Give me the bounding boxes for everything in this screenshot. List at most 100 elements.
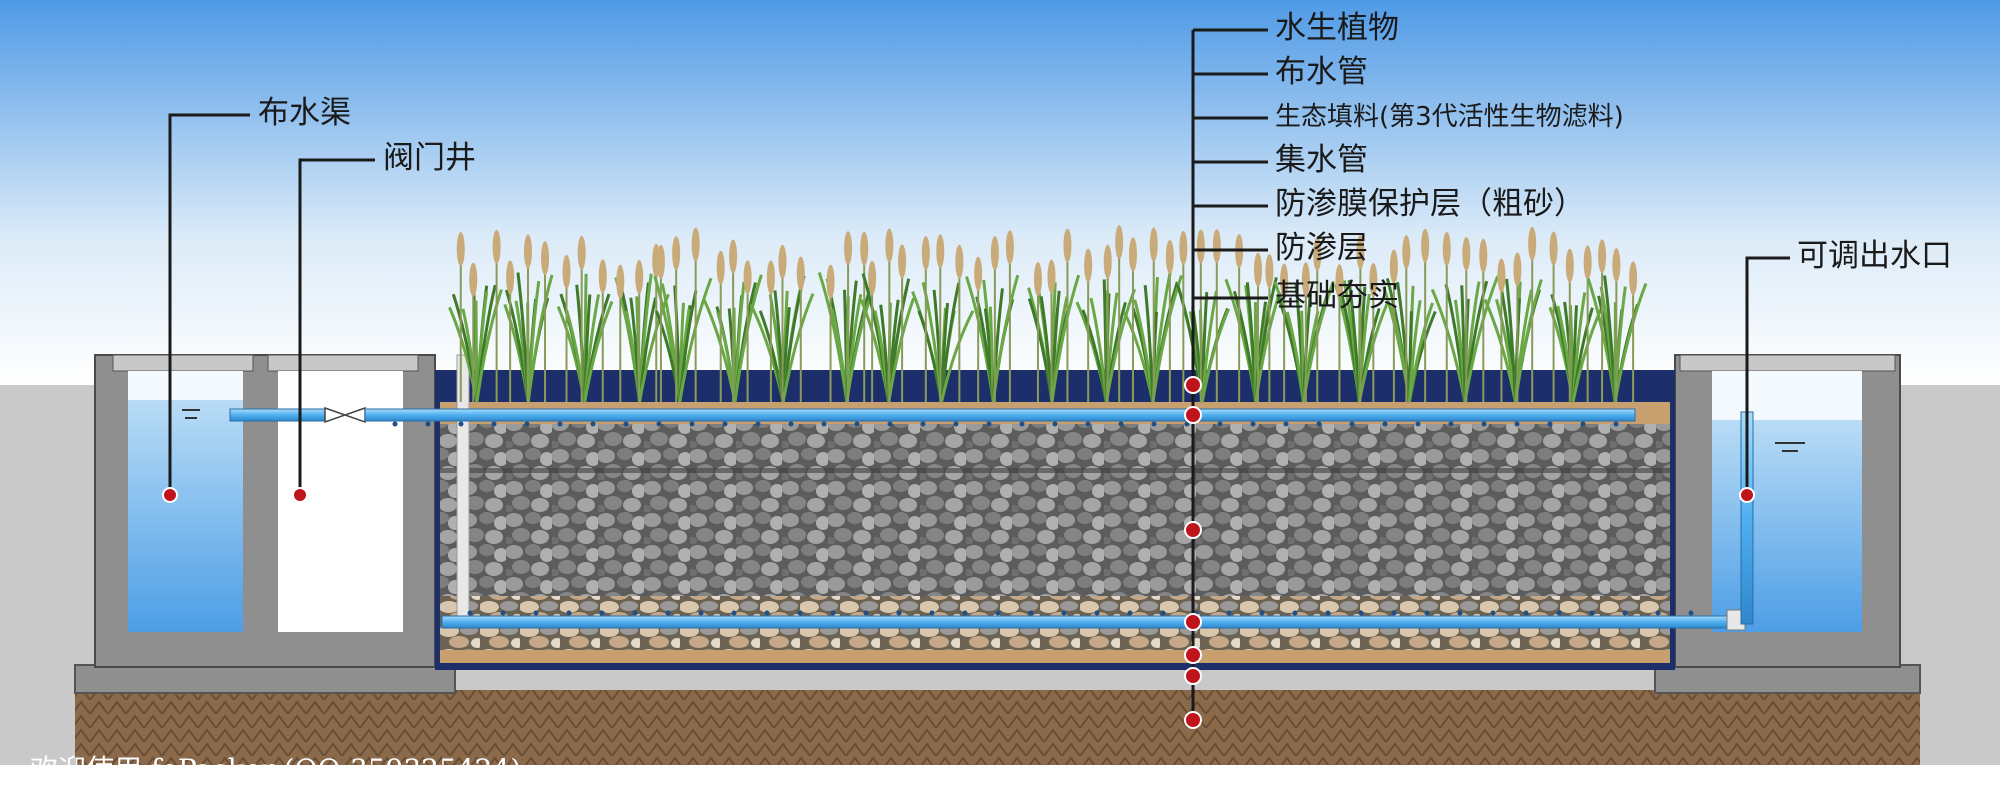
reed-clump [1075,225,1137,403]
perforation [1019,421,1025,427]
perforation [524,421,530,427]
perforation [1391,610,1397,616]
perforation [656,421,662,427]
left-channel-water [128,400,243,632]
aquatic-plants [448,225,1648,403]
reed-clump [817,231,874,403]
perforation [491,421,497,427]
perforation [623,421,629,427]
perforation [458,421,464,427]
outlet-chamber-air [1712,371,1862,420]
soil-foundation [75,690,1920,765]
perforation [392,421,398,427]
perforation [854,421,860,427]
right-base-plinth [1654,664,1921,694]
leader-lines [168,28,1790,720]
perforation [1283,421,1289,427]
perforation [1061,610,1067,616]
perforation [1118,421,1124,427]
label-collection-pipe: 集水管 [1275,142,1368,178]
perforation [1316,421,1322,427]
perforation [722,421,728,427]
perforation [1217,421,1223,427]
perforation [1490,610,1496,616]
perforation [1589,610,1595,616]
reed-clump [653,227,713,403]
label-seepage-protection: 防渗膜保护层（粗砂） [1275,186,1585,222]
label-impermeable-layer: 防渗层 [1275,230,1368,266]
perforation [830,610,836,616]
label-valve-well: 阀门井 [383,140,476,176]
perforation [1580,421,1586,427]
perforation [425,421,431,427]
perforation [1028,610,1034,616]
left-base-plinth [74,664,456,694]
bottom-border [0,765,2000,794]
perforation [1358,610,1364,616]
perforation [953,421,959,427]
ecological-filler [440,424,1670,596]
perforation [1415,421,1421,427]
perforation [1523,610,1529,616]
label-foundation: 基础夯实 [1275,278,1399,314]
left-channel-cap [112,354,254,372]
reed-clump [1273,237,1335,403]
label-aquatic-plants: 水生植物 [1275,10,1399,46]
left-channel-air [128,371,243,400]
perforation [1250,421,1256,427]
reed-clump [1224,233,1282,403]
perforation [764,610,770,616]
perforation [929,610,935,616]
perforation [731,610,737,616]
perforation [1325,610,1331,616]
reed-clump [1483,226,1543,403]
perforation [1151,421,1157,427]
perforation [1160,610,1166,616]
valve-well-cap [267,354,419,372]
right-structure-cap [1679,354,1896,372]
perforation [1613,421,1619,427]
perforation [1292,610,1298,616]
perforation [1085,421,1091,427]
reed-clump [448,229,503,403]
perforation [566,610,572,616]
perforation [788,421,794,427]
perforation [755,421,761,427]
inlet-pipe-left [229,408,326,422]
perforation [1514,421,1520,427]
perforation [896,610,902,616]
perforation [557,421,563,427]
seepage-protection-layer [440,650,1670,663]
perforation [1382,421,1388,427]
perforation [698,610,704,616]
perforation [1259,610,1265,616]
perforation [986,421,992,427]
perforation [1556,610,1562,616]
perforation [821,421,827,427]
perforation [1127,610,1133,616]
impermeable-layer [440,663,1670,669]
perforation [887,421,893,427]
reed-clump [1430,232,1500,403]
perforation [500,610,506,616]
perforation [1622,610,1628,616]
riser-pipe [456,354,470,621]
perforation [689,421,695,427]
perforation [863,610,869,616]
reed-clump [702,239,763,403]
reed-clump [749,244,815,403]
reed-clump [965,230,1020,403]
reed-clump [911,234,975,403]
reed-clump [556,235,614,403]
reed-clump [1586,239,1648,403]
pipe-perforations [392,421,1694,616]
outlet-chamber-water [1712,420,1862,632]
reed-clump [1027,228,1081,403]
perforation [1448,421,1454,427]
perforation [1457,610,1463,616]
label-ecological-filler: 生态填料(第3代活性生物滤料) [1275,102,1624,132]
distribution-pipe [364,408,1636,422]
perforation [995,610,1001,616]
reed-clump [503,234,554,403]
perforation [1547,421,1553,427]
